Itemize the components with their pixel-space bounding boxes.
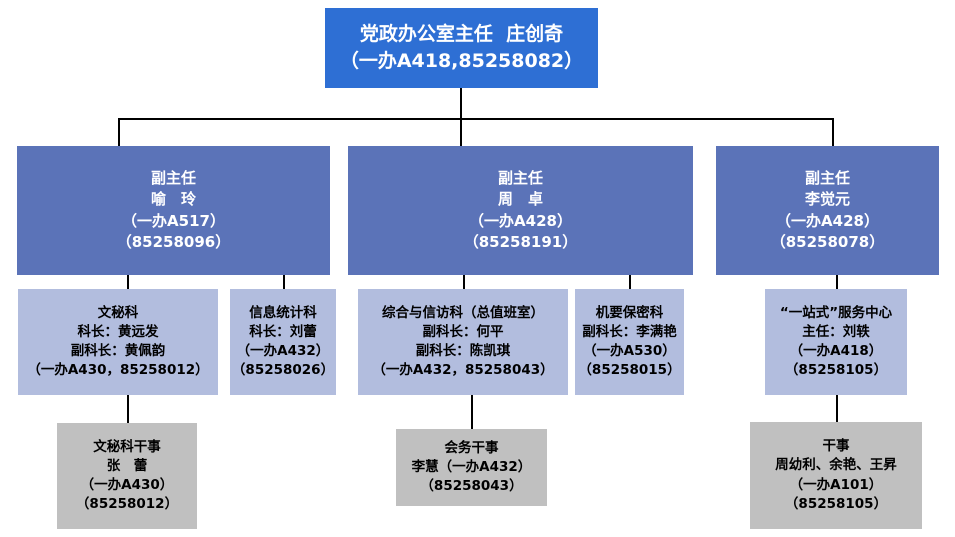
vice-3-phone: （85258078） [770,232,885,251]
section-3-line4: （一办A432，85258043） [372,362,554,379]
vice-1-role: 副主任 [150,168,196,187]
staff-2-name: 会务干事 [444,439,499,456]
connector-vice2-to-section4 [629,275,631,289]
connector-vice-1-drop [118,118,120,146]
staff-1-name: 文秘科干事 [93,438,161,455]
connector-section5-to-staff3 [836,395,838,422]
staff-1-line3: （一办A430） [80,477,174,493]
section-3-name: 综合与信访科（总值班室） [382,304,544,321]
section-4-line4: （85258015） [578,362,681,379]
section-5-line3: （一办A418） [789,343,883,359]
connector-director-stem [460,88,462,118]
vice-2-room: （一办A428） [469,211,572,230]
connector-vice-2-drop [460,118,462,146]
section-1-line3: 副科长：黄佩韵 [70,343,166,359]
node-vice-director-3[interactable]: 副主任 李觉元 （一办A428） （85258078） [716,146,939,275]
section-2-line4: （85258026） [231,362,335,379]
section-4-name: 机要保密科 [595,304,664,321]
connector-section3-to-staff2 [471,395,473,429]
vice-2-role: 副主任 [497,168,543,187]
section-1-name: 文秘科 [97,304,139,321]
node-section-zongheyuxinfangke[interactable]: 综合与信访科（总值班室） 副科长：何平 副科长：陈凯琪 （一办A432，8525… [358,289,568,395]
section-5-name: “一站式”服务中心 [779,304,893,321]
node-staff-huiwu-ganshi[interactable]: 会务干事 李慧（一办A432） （85258043） [396,429,547,506]
section-4-line3: （一办A530） [583,343,676,359]
vice-3-room: （一办A428） [776,211,879,230]
node-section-wenmike[interactable]: 文秘科 科长：黄远发 副科长：黄佩韵 （一办A430，85258012） [18,289,218,395]
staff-3-line3: （一办A101） [789,476,883,493]
section-5-line4: （85258105） [784,362,888,379]
section-4-line2: 副科长：李满艳 [582,323,677,340]
staff-2-line2: 李慧（一办A432） [411,458,532,475]
node-director[interactable]: 党政办公室主任 庄创奇 （一办A418,85258082） [325,8,598,88]
staff-3-line2: 周幼利、余艳、王昇 [775,457,897,474]
vice-3-role: 副主任 [804,168,850,187]
section-3-line2: 副科长：何平 [422,323,504,340]
connector-vice1-to-section1 [127,275,129,289]
section-1-line2: 科长：黄远发 [77,323,159,340]
connector-vice3-to-section5 [836,275,838,289]
staff-1-line4: （85258012） [75,496,179,513]
section-2-line3: （一办A432） [236,343,330,359]
vice-1-name: 喻 玲 [150,190,196,209]
node-staff-wenmike-ganshi[interactable]: 文秘科干事 张 蕾 （一办A430） （85258012） [57,423,197,529]
staff-1-line2: 张 蕾 [106,457,148,474]
staff-3-name: 干事 [822,438,850,455]
director-role: 党政办公室主任 庄创奇 [359,23,564,46]
node-section-jiyaobaomike[interactable]: 机要保密科 副科长：李满艳 （一办A530） （85258015） [575,289,684,395]
vice-1-phone: （85258096） [116,232,231,251]
section-3-line3: 副科长：陈凯琪 [415,343,511,359]
connector-vice2-to-section3 [463,275,465,289]
connector-director-bus [118,118,833,120]
node-section-yizhanshi-service-center[interactable]: “一站式”服务中心 主任：刘轶 （一办A418） （85258105） [765,289,907,395]
connector-section1-to-staff1 [127,395,129,423]
node-vice-director-2[interactable]: 副主任 周 卓 （一办A428） （85258191） [348,146,693,275]
vice-3-name: 李觉元 [804,190,850,209]
section-2-name: 信息统计科 [249,304,317,321]
staff-2-line3: （85258043） [420,478,523,495]
section-2-line2: 科长：刘蕾 [249,323,317,340]
node-staff-ganshi[interactable]: 干事 周幼利、余艳、王昇 （一办A101） （85258105） [750,422,922,529]
director-contact: （一办A418,85258082） [339,50,584,72]
connector-vice-3-drop [832,118,834,146]
section-1-line4: （一办A430，85258012） [27,362,209,379]
node-vice-director-1[interactable]: 副主任 喻 玲 （一办A517） （85258096） [17,146,330,275]
node-section-xinxitongjike[interactable]: 信息统计科 科长：刘蕾 （一办A432） （85258026） [230,289,336,395]
vice-2-name: 周 卓 [497,190,543,209]
vice-2-phone: （85258191） [463,232,578,251]
staff-3-line4: （85258105） [784,495,888,512]
connector-vice1-to-section2 [283,275,285,289]
section-5-line2: 主任：刘轶 [802,323,870,340]
vice-1-room: （一办A517） [122,211,225,230]
